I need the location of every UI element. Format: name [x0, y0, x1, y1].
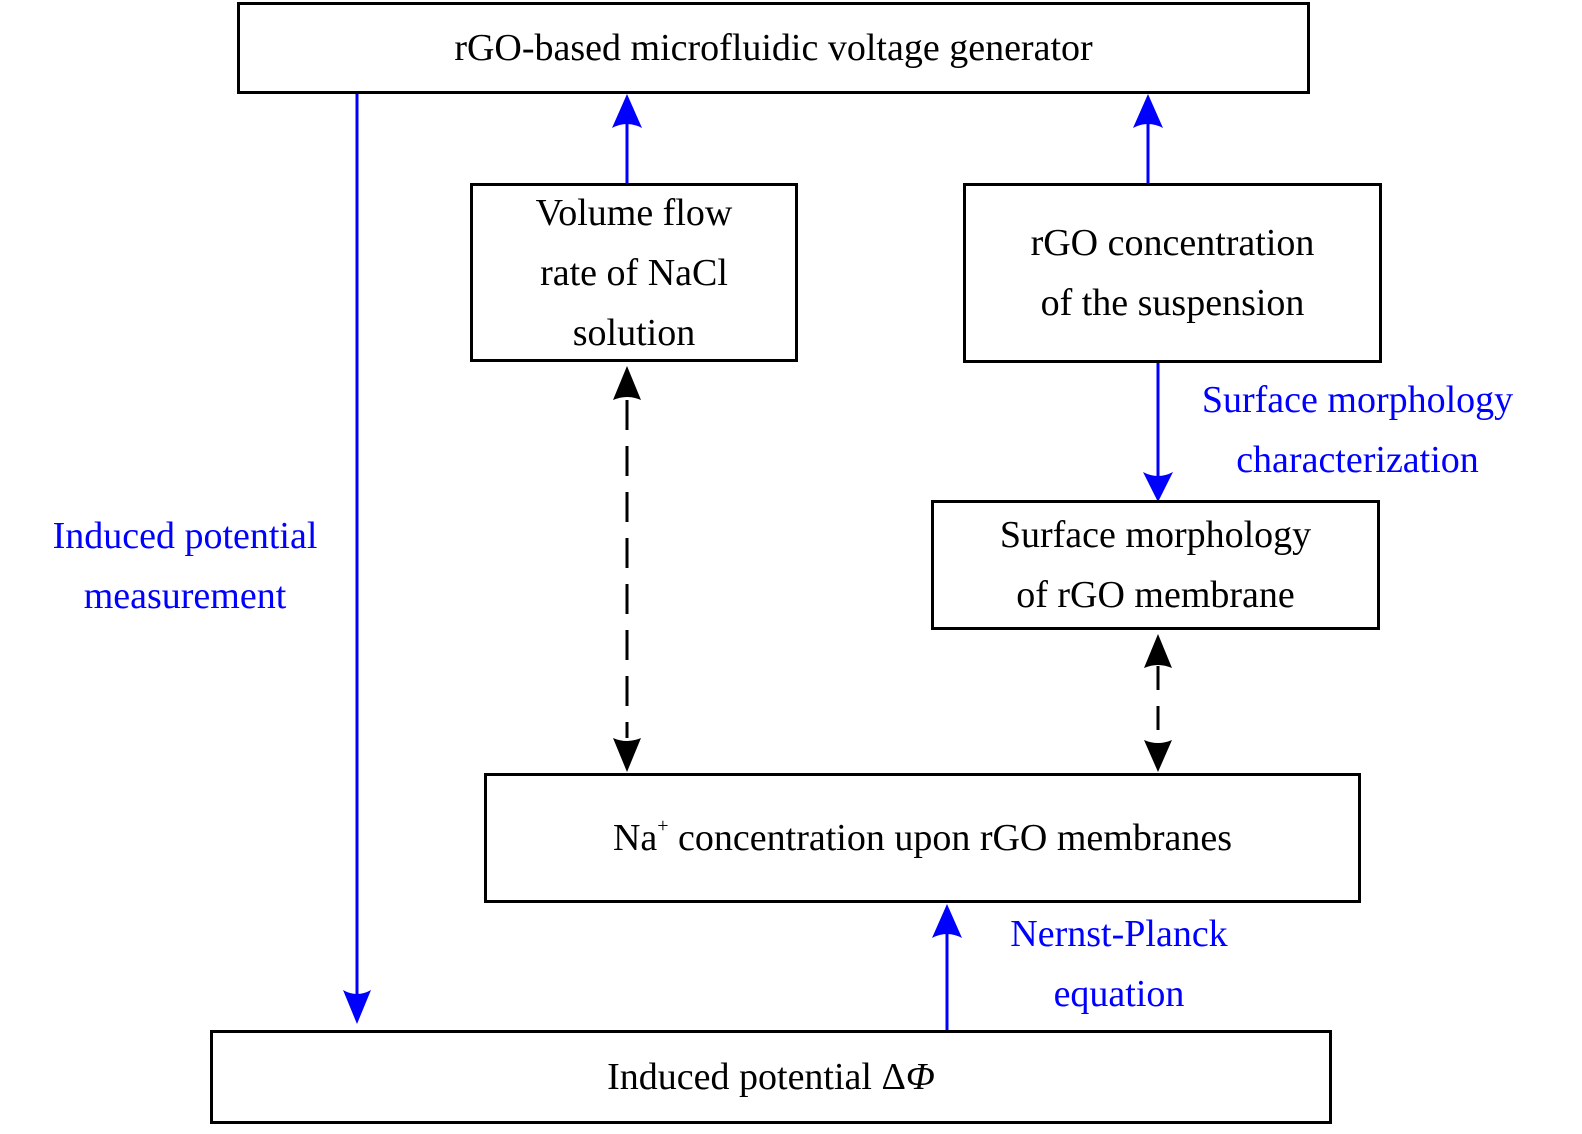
phi-symbol: Φ [905, 1056, 935, 1098]
label-line: Nernst-Planck [1010, 913, 1228, 955]
node-text-line: rate of NaCl [540, 251, 728, 294]
arrow-characterization [1143, 362, 1173, 502]
node-volume-flow-rate: Volume flow rate of NaCl solution [470, 183, 798, 362]
node-text-line: of the suspension [1040, 282, 1305, 324]
delta-symbol: Δ [881, 1056, 906, 1098]
na-symbol: Na [612, 817, 658, 859]
node-text-line: Surface morphology [999, 514, 1312, 556]
arrow-measurement [343, 92, 371, 1024]
arrow-nernst-planck [932, 904, 962, 1032]
node-text-line: rGO concentration [1030, 222, 1315, 264]
node-text-line: of rGO membrane [1016, 574, 1295, 616]
arrow-concentration-to-generator [1133, 94, 1163, 184]
node-na-concentration-text: Na+ concentration upon rGO membranes [613, 808, 1232, 868]
dashed-arrow-morphology-na [1144, 634, 1172, 772]
node-rgo-concentration: rGO concentration of the suspension [963, 183, 1382, 363]
na-text: concentration upon rGO membranes [668, 817, 1233, 859]
label-line: characterization [1236, 439, 1479, 481]
node-induced-potential-text: Induced potential ΔΦ [607, 1047, 935, 1107]
node-surface-morphology: Surface morphology of rGO membrane [931, 500, 1380, 630]
label-line: Surface morphology [1201, 379, 1514, 421]
node-text-line: solution [572, 311, 696, 354]
label-line: measurement [83, 575, 287, 617]
label-line: equation [1053, 973, 1185, 1015]
induced-potential-prefix: Induced potential [607, 1056, 882, 1098]
dashed-arrow-flow-na [613, 366, 641, 772]
label-induced-potential-measurement: Induced potential measurement [20, 506, 350, 626]
node-voltage-generator: rGO-based microfluidic voltage generator [237, 2, 1310, 94]
node-na-concentration: Na+ concentration upon rGO membranes [484, 773, 1361, 903]
label-nernst-planck: Nernst-Planck equation [985, 904, 1253, 1024]
label-surface-morphology-characterization: Surface morphology characterization [1175, 370, 1540, 490]
label-line: Induced potential [52, 515, 318, 557]
node-text-line: Volume flow [535, 191, 733, 234]
arrow-flow-to-generator [612, 94, 642, 184]
charge-superscript: + [657, 815, 669, 837]
node-induced-potential: Induced potential ΔΦ [210, 1030, 1332, 1124]
node-voltage-generator-text: rGO-based microfluidic voltage generator [454, 27, 1093, 69]
